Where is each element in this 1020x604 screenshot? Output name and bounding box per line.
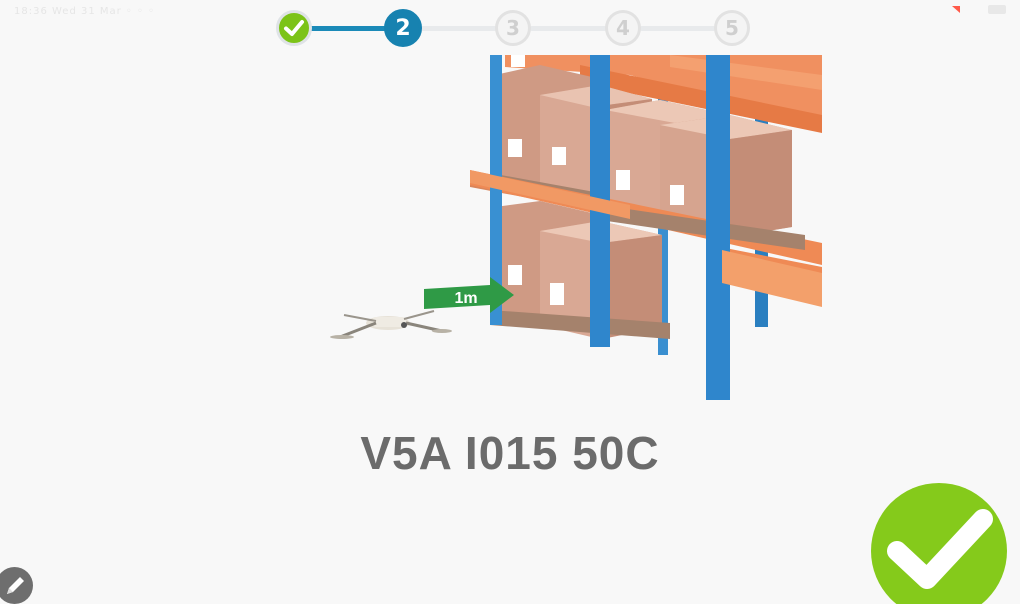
lower-boxes	[495, 201, 662, 339]
rack-beam-top-front	[580, 65, 822, 133]
confirm-button[interactable]	[871, 483, 1007, 604]
step-2-current[interactable]: 2	[384, 9, 422, 47]
pencil-icon	[7, 577, 24, 594]
checkmark-icon	[284, 20, 304, 36]
step-connector-1	[306, 26, 400, 31]
step-5-pending[interactable]: 5	[714, 10, 750, 46]
step-connector-4	[640, 26, 736, 31]
step-4-pending[interactable]: 4	[605, 10, 641, 46]
checkmark-icon	[887, 509, 993, 589]
step-connector-2	[420, 26, 516, 31]
distance-arrow: 1m	[424, 277, 514, 313]
status-bar-text: 18:36 Wed 31 Mar ◦ ◦ ◦	[14, 6, 155, 17]
step-1-complete[interactable]	[276, 10, 312, 46]
rack-beam-front-overlay	[470, 170, 630, 219]
step-3-pending[interactable]: 3	[495, 10, 531, 46]
rack-upright-right	[706, 55, 730, 400]
scanned-location-code: V5A I015 50C	[360, 427, 660, 479]
rack-beam-front-right	[722, 250, 822, 307]
lower-pallet	[490, 310, 670, 339]
status-bar-icons	[952, 5, 1006, 14]
step-connector-3	[530, 26, 626, 31]
edit-button[interactable]	[0, 567, 33, 604]
distance-label: 1m	[454, 290, 477, 307]
signal-icon	[952, 6, 960, 13]
warehouse-rack-illustration: 1m	[330, 55, 822, 400]
drone-icon	[330, 310, 452, 339]
rack-upright-left	[490, 55, 502, 325]
progress-stepper: 2 3 4 5	[276, 9, 750, 47]
right-pallet	[600, 205, 805, 250]
battery-icon	[988, 5, 1006, 14]
